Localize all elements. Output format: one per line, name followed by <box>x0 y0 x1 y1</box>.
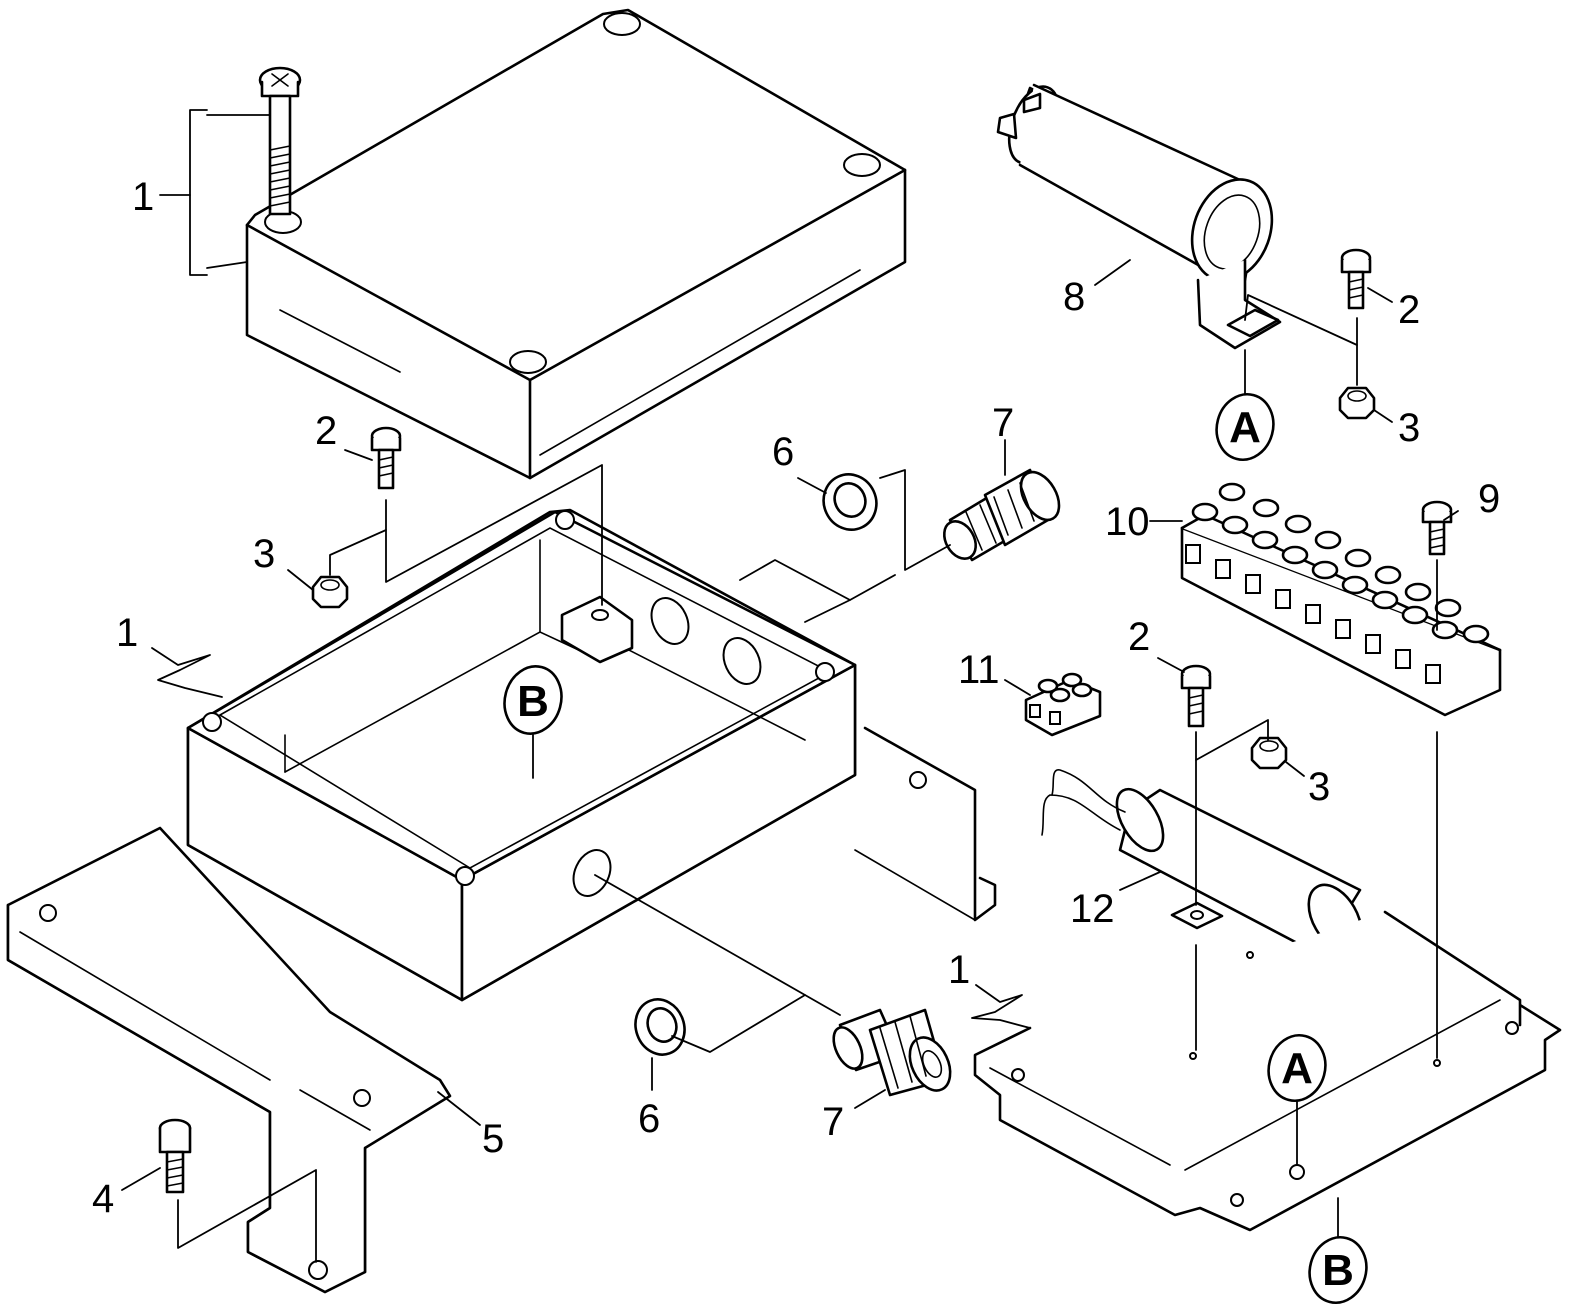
svg-text:B: B <box>517 677 549 726</box>
allen-screw-4 <box>158 1118 192 1194</box>
terminal-block-11 <box>1024 672 1102 737</box>
nut-3-top-right <box>1338 386 1376 420</box>
callout-1-left: 1 <box>116 611 138 655</box>
callout-1-top: 1 <box>132 175 154 219</box>
screw-2-board <box>1180 664 1212 728</box>
lock-nut-6-upper <box>822 473 878 531</box>
callout-3-top-right: 3 <box>1398 406 1420 450</box>
callout-9: 9 <box>1478 477 1500 521</box>
callout-11: 11 <box>958 648 1000 692</box>
screw-2-top-right <box>1340 248 1372 310</box>
callout-10: 10 <box>1105 500 1150 544</box>
badge-a-board: A <box>1267 1034 1327 1102</box>
capacitor-8 <box>996 83 1282 350</box>
badge-a-top: A <box>1215 393 1275 461</box>
screw-9 <box>1421 500 1453 556</box>
badge-b-housing: B <box>503 665 563 735</box>
svg-text:B: B <box>1322 1246 1354 1295</box>
callout-3-board: 3 <box>1308 765 1330 809</box>
screw-2-left <box>370 426 402 490</box>
callout-4: 4 <box>92 1177 114 1221</box>
mounting-bracket <box>6 726 997 1294</box>
mounting-board <box>973 901 1562 1232</box>
callout-7-lower: 7 <box>822 1100 844 1144</box>
lock-nut-6-lower <box>634 998 686 1056</box>
callout-3-left: 3 <box>253 532 275 576</box>
callout-6-upper: 6 <box>772 430 794 474</box>
assembly-leader-lines <box>121 109 1459 1263</box>
housing-base <box>186 508 857 1002</box>
nut-3-board <box>1250 736 1288 770</box>
callout-5: 5 <box>482 1117 504 1161</box>
callout-6-lower: 6 <box>638 1097 660 1141</box>
cable-gland-7-lower <box>832 1008 952 1097</box>
terminal-strip-10 <box>1180 482 1502 717</box>
callout-2-left: 2 <box>315 409 337 453</box>
callout-7-upper: 7 <box>992 401 1014 445</box>
callout-12: 12 <box>1070 887 1115 931</box>
callout-8: 8 <box>1063 275 1085 319</box>
callout-2-board: 2 <box>1128 615 1150 659</box>
svg-text:A: A <box>1229 403 1261 452</box>
cable-gland-7-upper <box>942 468 1061 562</box>
callout-2-top-right: 2 <box>1398 288 1420 332</box>
housing-lid <box>245 8 907 480</box>
badge-b-board: B <box>1308 1236 1368 1304</box>
callout-1-board: 1 <box>948 948 970 992</box>
lid-screw <box>258 66 302 216</box>
svg-text:A: A <box>1281 1044 1313 1093</box>
nut-3-left <box>311 575 349 609</box>
